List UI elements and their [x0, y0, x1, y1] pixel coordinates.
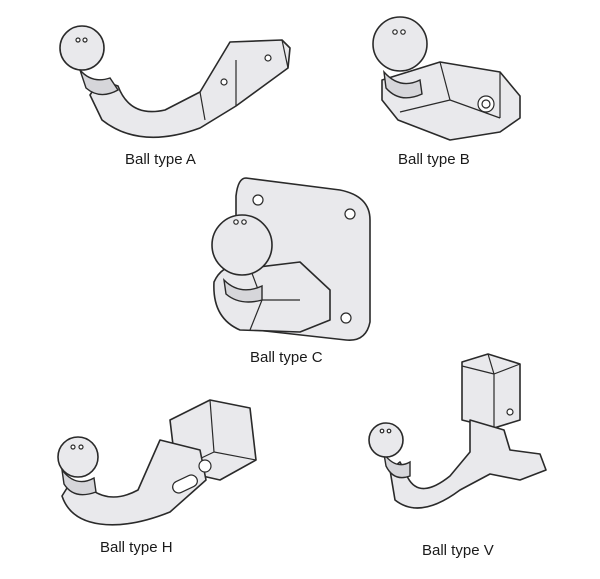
ball-type-v-illustration: [368, 353, 547, 509]
ball-type-b-label: Ball type B: [398, 151, 470, 168]
ball-type-c-illustration: [211, 177, 371, 341]
ball-type-h-illustration: [57, 399, 257, 526]
ball-type-a-illustration: [59, 25, 291, 139]
ball-type-v-label: Ball type V: [422, 542, 494, 559]
ball-type-h-label: Ball type H: [100, 539, 173, 556]
ball-type-b-illustration: [372, 16, 521, 141]
ball-type-c-label: Ball type C: [250, 349, 323, 366]
ball-type-a-label: Ball type A: [125, 151, 196, 168]
